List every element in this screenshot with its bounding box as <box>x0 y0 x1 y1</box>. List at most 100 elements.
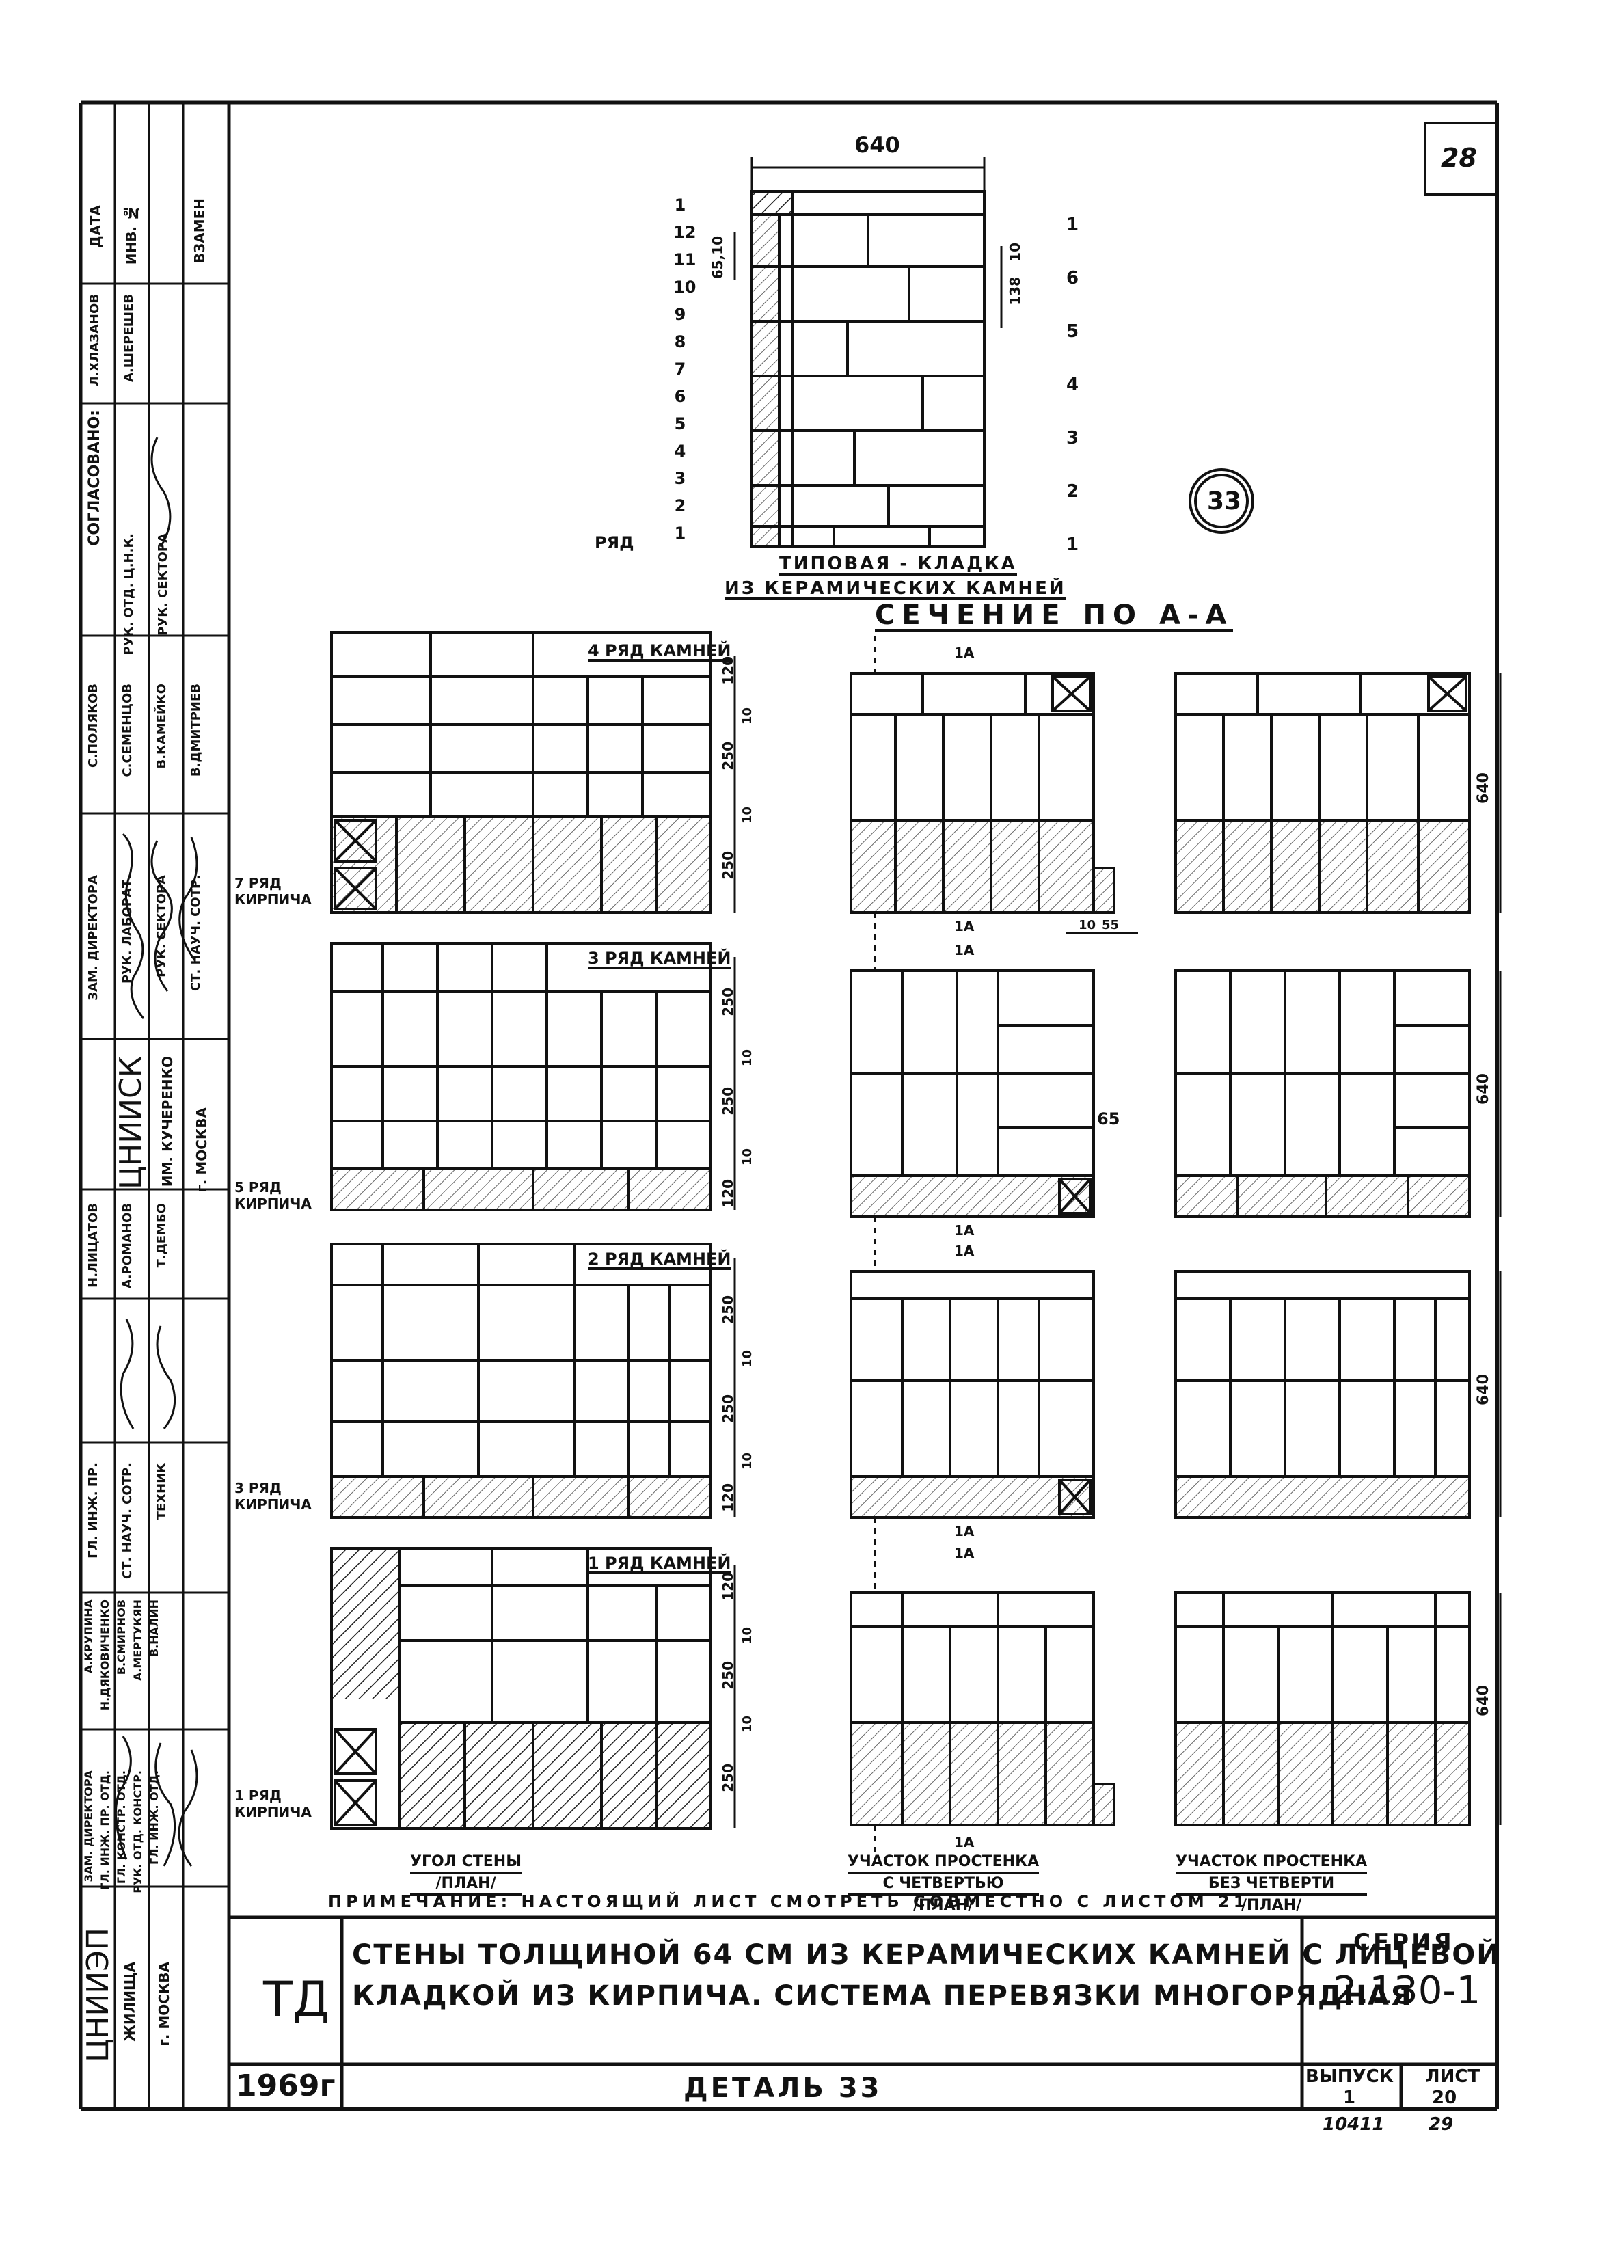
year: 1969г <box>236 2068 336 2103</box>
top-dim-c: 10 <box>1007 243 1023 262</box>
stamp-col-date: ДАТА <box>87 205 104 248</box>
axis-mark: 1А <box>954 1222 975 1239</box>
stamp-org-sub: г. МОСКВА <box>193 1107 210 1192</box>
stamp-pos-a: РУК. ЛАБОРАТ. <box>120 875 135 984</box>
stamp-org-left-sub: ЖИЛИЩА <box>122 1962 138 2042</box>
section-title: СЕЧЕНИЕ ПО А-А <box>875 599 1234 632</box>
stamp-pos-c: ГЛ. ИНЖ. ПР. ОТД. <box>98 1770 111 1890</box>
dim-10: 10 <box>740 807 755 824</box>
stamp-pos-c: ЗАМ. ДИРЕКТОРА <box>82 1770 95 1882</box>
stamp-approver-name: Л.ХЛАЗАНОВ <box>87 294 102 387</box>
dim-250: 250 <box>720 1087 736 1116</box>
stamp-org-left-sub: г. МОСКВА <box>156 1962 172 2047</box>
detail-mark <box>1189 468 1254 534</box>
axis-mark: 1А <box>954 1545 975 1561</box>
stamp-name-b: Т.ДЕМБО <box>154 1203 169 1268</box>
axis-mark: 1А <box>954 1243 975 1259</box>
top-masonry-detail <box>733 157 1003 548</box>
detail-label: ДЕТАЛЬ 33 <box>684 2073 882 2104</box>
dim-640: 640 <box>1475 1685 1492 1716</box>
title-block-lines <box>229 1915 1497 2109</box>
signatures <box>114 437 198 1867</box>
stamp-approved: СОГЛАСОВАНО: <box>86 410 103 546</box>
sheet-frame <box>79 100 1499 2111</box>
dim-10: 10 <box>740 1350 755 1368</box>
stamp-name-b: А.РОМАНОВ <box>120 1203 135 1289</box>
stamp-approver-name: А.ШЕРЕШЕВ <box>122 294 136 383</box>
issue-value: 1 <box>1343 2088 1356 2108</box>
top-caption-2: ИЗ КЕРАМИЧЕСКИХ КАМНЕЙ <box>725 578 1066 600</box>
axis-mark: 1А <box>954 1834 975 1850</box>
side-stamp-grid <box>81 103 229 2109</box>
row-label-1: 1 РЯД КАМНЕЙ <box>588 1554 731 1574</box>
stamp-pos-b: ТЕХНИК <box>154 1463 169 1520</box>
title-line-2: КЛАДКОЙ ИЗ КИРПИЧА. СИСТЕМА ПЕРЕВЯЗКИ МН… <box>352 1980 1413 2012</box>
stamp-pos-a: ЗАМ. ДИРЕКТОРА <box>86 875 100 1001</box>
row-label-2: 2 РЯД КАМНЕЙ <box>588 1250 731 1270</box>
dim-10: 10 <box>740 1148 755 1166</box>
axis-mark: 1А <box>954 1523 975 1539</box>
sheet-label: ЛИСТ <box>1425 2066 1480 2087</box>
stamp-pos-c: ГЛ. ИНЖ. ОТД. <box>148 1770 161 1865</box>
dim-250: 250 <box>720 1661 736 1690</box>
dim-10: 10 <box>740 1049 755 1067</box>
stamp-col-replace: ВЗАМЕН <box>191 198 208 264</box>
dim-250: 250 <box>720 742 736 770</box>
sheet-value: 20 <box>1432 2088 1457 2108</box>
stamp-pos-a: СТ. НАУЧ. СОТР. <box>189 875 203 991</box>
plan-pier-quarter-views <box>850 672 1115 1826</box>
stamp-approver: РУК. ОТД. Ц.Н.К. <box>122 533 136 656</box>
axis-mark: 1А <box>954 918 975 934</box>
series-value: 2.130-1 <box>1333 1969 1481 2013</box>
stamp-org-left: ЦНИИЭП <box>81 1928 116 2062</box>
dim-120: 120 <box>720 656 736 685</box>
stamp-col-inv: ИНВ. № <box>123 205 139 265</box>
dimension-lines <box>733 636 1502 1859</box>
footnote-b: 29 <box>1429 2114 1454 2135</box>
dim-250: 250 <box>720 1394 736 1423</box>
dim-120: 120 <box>720 1179 736 1208</box>
caption-corner: УГОЛ СТЕНЫ/ПЛАН/ <box>410 1852 522 1896</box>
footnote-a: 10411 <box>1323 2114 1385 2135</box>
stamp-name-c: А.КРУПИНА <box>82 1599 95 1674</box>
dim-250: 250 <box>720 1764 736 1792</box>
stamp-pos-a: РУК. СЕКТОРА <box>154 875 169 977</box>
stamp-name-a: В.КАМЕЙКО <box>154 684 169 769</box>
stamp-name-c: Н.ДЯКОВИЧЕНКО <box>98 1599 111 1711</box>
dim-250: 250 <box>720 988 736 1016</box>
title-line-1: СТЕНЫ ТОЛЩИНОЙ 64 СМ ИЗ КЕРАМИЧЕСКИХ КАМ… <box>352 1939 1501 1971</box>
dim-120: 120 <box>720 1483 736 1512</box>
td-mark: ТД <box>263 1971 330 2027</box>
row-label-3: 3 РЯД КАМНЕЙ <box>588 949 731 969</box>
dim-120: 120 <box>720 1572 736 1601</box>
stamp-org-sub: ИМ. КУЧЕРЕНКО <box>159 1056 176 1187</box>
dim-250: 250 <box>720 851 736 880</box>
dim-10-quarter: 10 <box>1079 918 1096 932</box>
dim-10: 10 <box>740 707 755 725</box>
issue-label: ВЫПУСК <box>1305 2066 1394 2087</box>
series-label: СЕРИЯ <box>1353 1929 1454 1956</box>
stamp-name-a: С.ПОЛЯКОВ <box>86 684 100 768</box>
stamp-pos-b: ГЛ. ИНЖ. ПР. <box>86 1463 100 1558</box>
row-label-4: 4 РЯД КАМНЕЙ <box>588 641 731 662</box>
dim-10: 10 <box>740 1716 755 1733</box>
stamp-pos-c: ГЛ. КОНСТР. ОТД. <box>115 1770 128 1885</box>
dim-65: 65 <box>1097 1109 1120 1129</box>
stamp-name-c: В.СМИРНОВ <box>115 1599 128 1675</box>
top-dim-a: 65,10 <box>709 236 726 280</box>
axis-mark: 1А <box>954 942 975 958</box>
dim-10: 10 <box>740 1627 755 1645</box>
note: ПРИМЕЧАНИЕ: НАСТОЯЩИЙ ЛИСТ СМОТРЕТЬ СОВМ… <box>328 1892 1249 1911</box>
stamp-pos-c: РУК. ОТД. КОНСТР. <box>131 1770 144 1893</box>
stamp-name-a: В.ДМИТРИЕВ <box>189 684 203 777</box>
stamp-approver: РУК. СЕКТОРА <box>156 533 170 636</box>
plan-pier-noquarter-views <box>1174 672 1471 1826</box>
stamp-name-c: А.МЕРТУКЯН <box>131 1599 144 1682</box>
